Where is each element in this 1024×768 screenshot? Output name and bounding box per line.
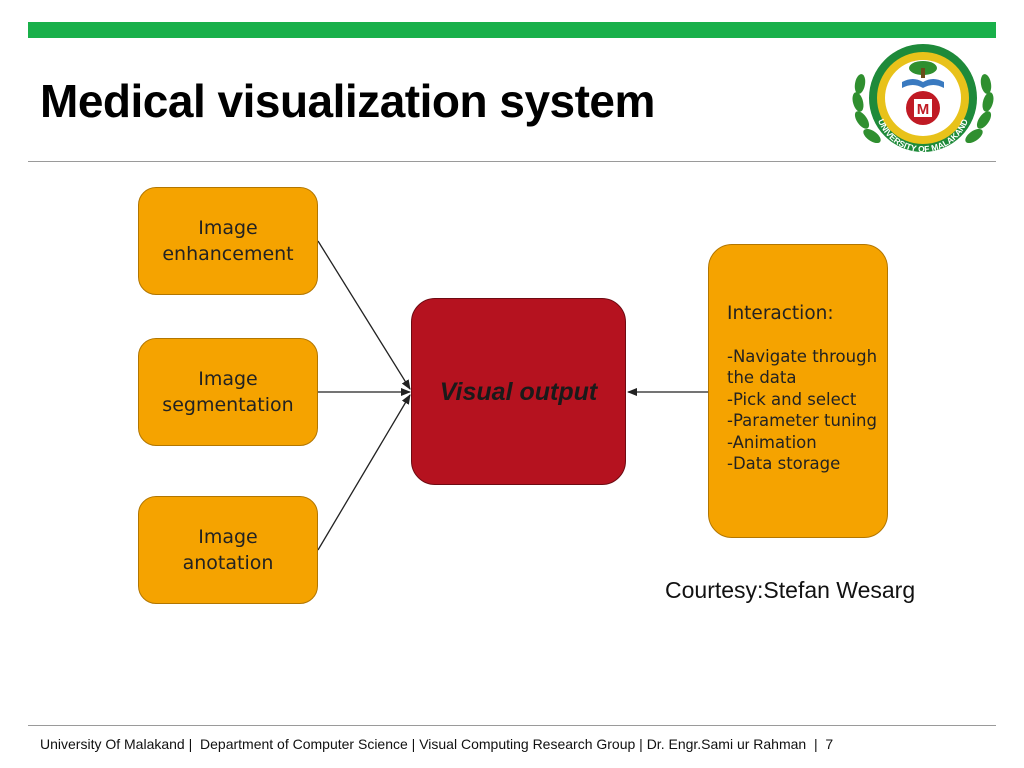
slide-footer: University Of Malakand | Department of C… — [40, 736, 834, 752]
interaction-box: Interaction: -Navigate through the data … — [708, 244, 888, 538]
laurel-wreath-right — [965, 74, 994, 144]
visual-output-label: Visual output — [439, 377, 598, 406]
image-enhancement-label: Image enhancement — [162, 217, 294, 265]
interaction-item: -Parameter tuning — [727, 411, 877, 430]
visual-output-box: Visual output — [411, 298, 626, 485]
courtesy-credit: Courtesy:Stefan Wesarg — [665, 577, 916, 603]
top-accent-bar — [28, 22, 996, 38]
image-segmentation-box: Image segmentation — [138, 338, 318, 446]
interaction-item: -Animation — [727, 432, 817, 452]
interaction-item: -Navigate through the data — [727, 346, 878, 388]
svg-text:M: M — [917, 101, 930, 118]
image-enhancement-box: Image enhancement — [138, 187, 318, 295]
laurel-wreath-left — [852, 74, 881, 144]
arrow-enhancement-to-output — [317, 240, 411, 390]
interaction-heading: Interaction: — [727, 303, 834, 324]
arrow-anotation-to-output — [317, 394, 411, 551]
image-anotation-box: Image anotation — [138, 496, 318, 604]
book-and-tree-emblem — [902, 61, 944, 88]
footer-divider — [28, 725, 996, 726]
university-logo: M UNIVERSITY OF MALAKAND — [852, 44, 994, 154]
interaction-item: -Data storage — [727, 454, 841, 473]
interaction-item: -Pick and select — [727, 389, 857, 409]
image-anotation-label: Image anotation — [182, 526, 274, 574]
interaction-list: -Navigate through the data -Pick and sel… — [727, 346, 877, 475]
slide-title: Medical visualization system — [40, 75, 655, 127]
header-divider — [28, 161, 996, 162]
image-segmentation-label: Image segmentation — [162, 368, 294, 416]
